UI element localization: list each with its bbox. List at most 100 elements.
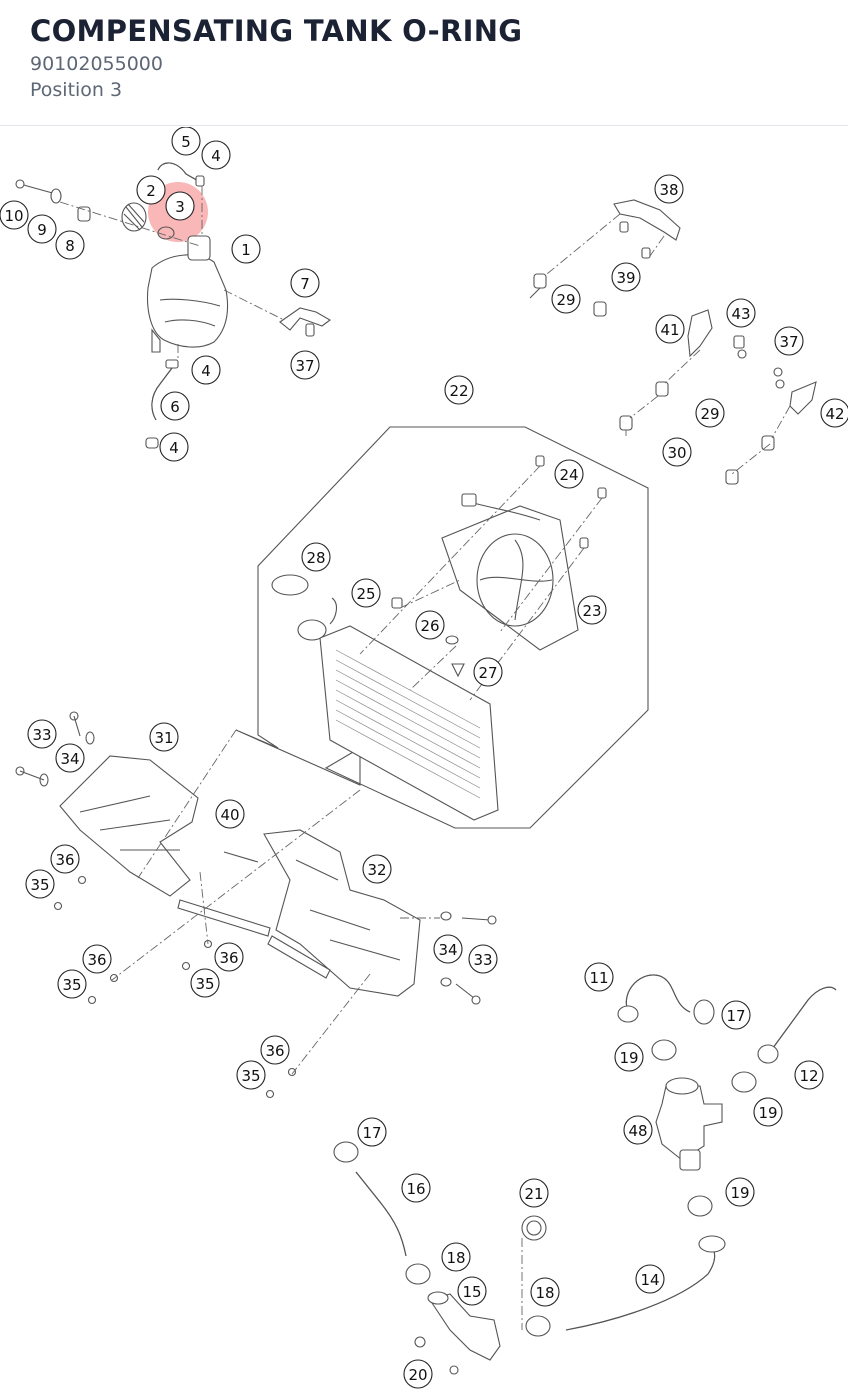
callout-19[interactable]: 19 [753,1097,783,1127]
callout-15[interactable]: 15 [457,1276,487,1306]
coolant-hose-11 [625,974,691,1013]
callout-label: 17 [726,1007,745,1025]
callout-36[interactable]: 36 [260,1035,290,1065]
callout-label: 35 [195,975,214,993]
callout-5[interactable]: 5 [171,127,201,156]
callout-19[interactable]: 19 [725,1177,755,1207]
callout-21[interactable]: 21 [519,1178,549,1208]
callout-4[interactable]: 4 [159,432,189,462]
callout-31[interactable]: 31 [149,722,179,752]
callout-38[interactable]: 38 [654,174,684,204]
callout-7[interactable]: 7 [290,268,320,298]
callout-11[interactable]: 11 [584,962,614,992]
hose-clamp [693,999,715,1025]
callout-34[interactable]: 34 [55,743,85,773]
right-shroud [263,829,421,997]
callout-20[interactable]: 20 [403,1359,433,1389]
hose-clamp [405,1263,431,1285]
callout-36[interactable]: 36 [50,844,80,874]
callout-8[interactable]: 8 [55,230,85,260]
callout-37[interactable]: 37 [774,326,804,356]
washer [50,188,62,204]
callout-label: 29 [556,291,575,309]
callout-9[interactable]: 9 [27,214,57,244]
callout-4[interactable]: 4 [201,140,231,170]
callout-label: 25 [356,585,375,603]
part-number: 90102055000 [30,53,163,75]
callout-4[interactable]: 4 [191,355,221,385]
callout-1[interactable]: 1 [231,234,261,264]
callout-label: 41 [660,321,679,339]
hose-clamp [687,1195,713,1217]
callout-label: 24 [559,466,578,484]
callout-34[interactable]: 34 [433,934,463,964]
callout-label: 34 [60,750,79,768]
callout-label: 1 [241,241,251,259]
radiator-group-frame [235,426,649,829]
callout-label: 19 [730,1184,749,1202]
callout-label: 32 [367,861,386,879]
callout-19[interactable]: 19 [614,1042,644,1072]
callout-18[interactable]: 18 [530,1277,560,1307]
side-bracket [687,309,713,358]
callout-43[interactable]: 43 [726,298,756,328]
callout-label: 37 [779,333,798,351]
callout-3[interactable]: 3 [165,191,195,221]
callout-label: 36 [265,1042,284,1060]
callout-30[interactable]: 30 [662,437,692,467]
cooling-fan [476,533,554,627]
callout-18[interactable]: 18 [441,1242,471,1272]
callout-2[interactable]: 2 [136,175,166,205]
callout-25[interactable]: 25 [351,578,381,608]
callout-28[interactable]: 28 [301,542,331,572]
callout-36[interactable]: 36 [82,944,112,974]
callout-39[interactable]: 39 [611,262,641,292]
callout-36[interactable]: 36 [214,942,244,972]
callout-label: 7 [300,275,310,293]
callout-label: 3 [175,198,185,216]
callout-29[interactable]: 29 [695,398,725,428]
callout-26[interactable]: 26 [415,610,445,640]
callout-label: 2 [146,182,156,200]
callout-32[interactable]: 32 [362,854,392,884]
callout-35[interactable]: 35 [190,968,220,998]
hose-clamp [731,1071,757,1093]
callout-16[interactable]: 16 [401,1173,431,1203]
callout-label: 20 [408,1366,427,1384]
callout-17[interactable]: 17 [721,1000,751,1030]
callout-label: 36 [87,951,106,969]
callout-29[interactable]: 29 [551,284,581,314]
callout-10[interactable]: 10 [0,200,29,230]
lower-hose-group [333,1141,726,1375]
callout-42[interactable]: 42 [820,398,848,428]
callout-label: 12 [799,1067,818,1085]
callout-12[interactable]: 12 [794,1060,824,1090]
callout-23[interactable]: 23 [577,595,607,625]
callout-33[interactable]: 33 [468,944,498,974]
callout-14[interactable]: 14 [635,1264,665,1294]
callout-label: 18 [535,1284,554,1302]
callout-label: 4 [211,147,221,165]
callout-41[interactable]: 41 [655,314,685,344]
callout-37[interactable]: 37 [290,350,320,380]
callout-6[interactable]: 6 [160,391,190,421]
callout-35[interactable]: 35 [25,869,55,899]
callout-label: 35 [62,976,81,994]
vent-hose [157,162,201,183]
page-header: COMPENSATING TANK O-RING 90102055000 Pos… [0,0,848,126]
callout-label: 22 [449,382,468,400]
callout-label: 40 [220,806,239,824]
callout-35[interactable]: 35 [57,969,87,999]
callout-33[interactable]: 33 [27,719,57,749]
callout-17[interactable]: 17 [357,1117,387,1147]
callout-24[interactable]: 24 [554,459,584,489]
upper-bracket [613,199,681,241]
callout-22[interactable]: 22 [444,375,474,405]
callout-40[interactable]: 40 [215,799,245,829]
callout-48[interactable]: 48 [623,1115,653,1145]
radiator-core [319,625,499,821]
callout-27[interactable]: 27 [473,657,503,687]
callout-35[interactable]: 35 [236,1060,266,1090]
callout-label: 18 [446,1249,465,1267]
callout-label: 36 [219,949,238,967]
